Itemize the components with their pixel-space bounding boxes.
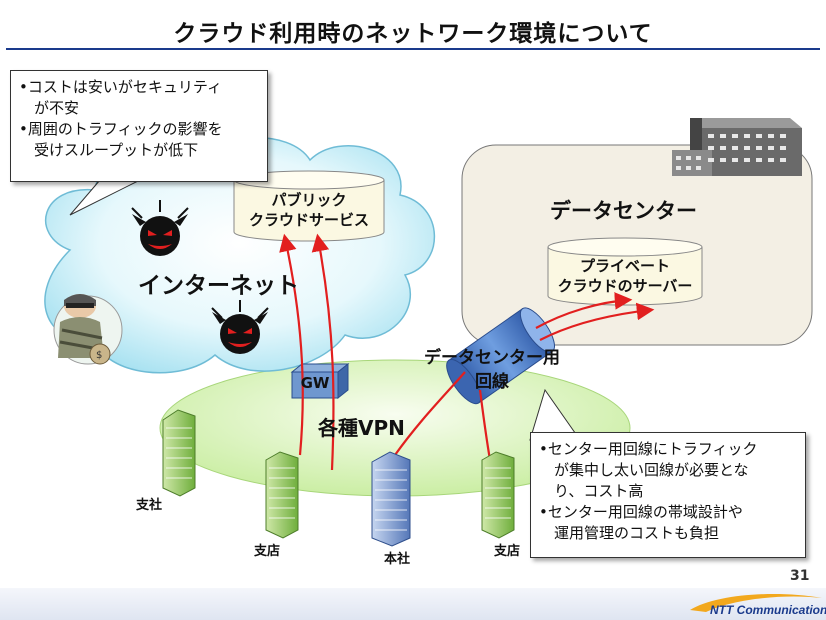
- footer-bar: [0, 588, 826, 620]
- callout-line: が集中し太い回線が必要とな: [539, 461, 749, 479]
- private-server-label-line1: プライベート: [579, 257, 670, 275]
- public-cloud-label-line1: パブリック: [271, 191, 347, 209]
- svg-text:$: $: [96, 350, 102, 361]
- gateway-label: GW: [300, 374, 330, 392]
- virus-devil-icon: [211, 300, 269, 354]
- office-label-branch-store-1: 支店: [254, 544, 281, 559]
- datacenter-building-icon: [672, 118, 802, 176]
- vpn-label: 各種VPN: [318, 416, 405, 440]
- thief-illustration: $: [53, 294, 123, 365]
- callout-line: 運用管理のコストも負担: [539, 524, 720, 542]
- office-building-branch-store-2: [481, 451, 515, 539]
- traffic-arrows: [279, 233, 655, 471]
- office-label-head-office: 本社: [384, 552, 411, 567]
- public-cloud-label-line2: クラウドサービス: [248, 211, 369, 229]
- title-underline: [6, 48, 820, 50]
- private-server-label: プライベート クラウドのサーバー: [548, 256, 702, 296]
- callout-line: が不安: [19, 99, 80, 117]
- slide-title: クラウド利用時のネットワーク環境について: [173, 21, 653, 47]
- callout-line: •コストは安いがセキュリティ: [19, 78, 222, 96]
- private-server-label-line2: クラウドのサーバー: [557, 277, 693, 295]
- callout-line: •センター用回線にトラフィック: [539, 440, 758, 458]
- datacenter-issue-callout: •センター用回線にトラフィック が集中し太い回線が必要とな り、コスト高 •セン…: [530, 432, 806, 558]
- private-server-cylinder: [547, 237, 703, 306]
- internet-label: インターネット: [138, 273, 299, 299]
- office-building-head-office: [371, 451, 411, 547]
- virus-devil-icon: [131, 200, 189, 256]
- public-cloud-label: パブリック クラウドサービス: [234, 190, 384, 230]
- office-building-branch-store-1: [265, 451, 299, 539]
- office-building-branch-company: [162, 409, 196, 497]
- svg-text:NTT Communications: NTT Communications: [710, 603, 826, 617]
- office-label-branch-company: 支社: [136, 498, 163, 513]
- internet-issue-callout: •コストは安いがセキュリティ が不安 •周囲のトラフィックの影響を 受けスループ…: [10, 70, 268, 182]
- office-label-branch-store-2: 支店: [494, 544, 521, 559]
- callout-line: •周囲のトラフィックの影響を: [19, 120, 223, 138]
- datacenter-line-pipe: [446, 307, 555, 405]
- page-number: 31: [790, 568, 810, 584]
- callout-line: 受けスループットが低下: [19, 141, 199, 159]
- datacenter-line-label-line1: データセンター用: [424, 348, 560, 368]
- callout-line: •センター用回線の帯域設計や: [539, 503, 743, 521]
- datacenter-label: データセンター: [550, 199, 697, 223]
- datacenter-line-label-line2: 回線: [475, 372, 509, 392]
- ntt-communications-logo: NTT Communications: [690, 594, 826, 617]
- callout-line: り、コスト高: [539, 482, 644, 500]
- public-cloud-cylinder: [233, 170, 385, 242]
- gateway-box: [290, 362, 350, 400]
- datacenter-line-label: データセンター用 回線: [412, 346, 572, 394]
